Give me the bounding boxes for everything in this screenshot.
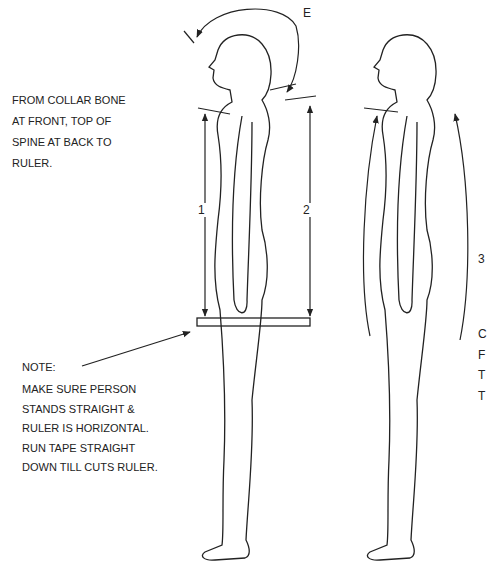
tick-mark — [270, 84, 296, 90]
person-side-view — [367, 35, 436, 560]
tick-mark — [285, 96, 316, 100]
callout-number: 2 — [301, 203, 312, 217]
callout-letter: E — [301, 6, 313, 20]
person-side-view — [202, 35, 271, 560]
note-text: MAKE SURE PERSON STANDS STRAIGHT & RULER… — [22, 380, 162, 478]
cut-off-text: T — [478, 389, 485, 403]
cut-off-text: F — [478, 348, 485, 362]
note-heading: NOTE: — [22, 359, 56, 375]
instruction-text: FROM COLLAR BONE AT FRONT, TOP OF SPINE … — [12, 90, 130, 174]
measure-arrow — [364, 116, 377, 336]
callout-number: 1 — [196, 203, 207, 217]
measure-arrow — [455, 114, 468, 340]
tick-mark — [364, 108, 398, 112]
cut-off-text: C — [478, 327, 487, 341]
tick-mark — [198, 108, 230, 114]
cut-off-text: T — [478, 368, 485, 382]
tick-mark — [184, 31, 194, 43]
leader-arrow — [82, 332, 190, 366]
callout-number: 3 — [476, 252, 487, 266]
ruler — [197, 318, 310, 326]
measure-arrow — [197, 9, 299, 92]
